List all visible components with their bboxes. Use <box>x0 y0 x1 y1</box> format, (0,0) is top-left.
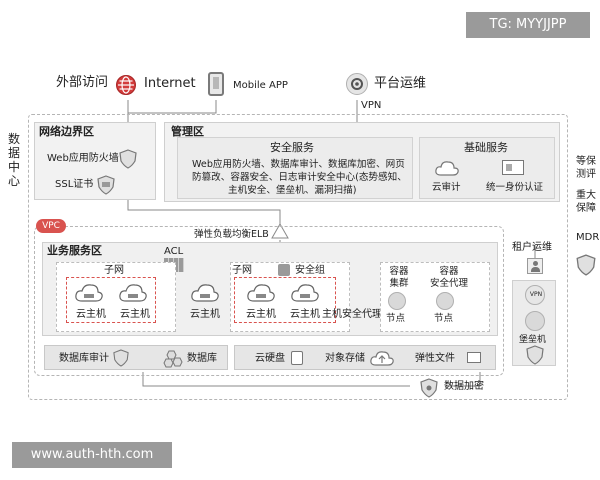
basic-service-box: 基础服务 云审计 统一身份认证 <box>419 137 555 199</box>
tenant-ops-title: 租户运维 <box>512 242 552 253</box>
datacenter-label: 数据中心 <box>8 132 21 188</box>
security-group-icon <box>278 264 290 276</box>
database-label: 数据库 <box>187 353 217 364</box>
right-label-4: 保障 <box>576 203 596 214</box>
security-group-label: 安全组 <box>295 265 325 276</box>
watermark-bottom: www.auth-hth.com <box>12 442 172 468</box>
vpn-icon: VPN <box>525 285 545 305</box>
elastic-file-label: 弹性文件 <box>415 353 455 364</box>
vm-label: 云主机 <box>190 309 220 320</box>
database-row: 数据库审计 数据库 <box>44 345 228 370</box>
storage-row: 云硬盘 对象存储 弹性文件 <box>234 345 496 370</box>
network-border-zone: 网络边界区 Web应用防火墙 SSL证书 <box>34 122 156 200</box>
node-label: 节点 <box>386 313 406 324</box>
mobile-app-label: Mobile APP <box>233 80 288 91</box>
data-encrypt-label: 数据加密 <box>444 381 484 392</box>
right-label-5: MDR <box>576 232 600 243</box>
node-shield-icon <box>388 292 406 310</box>
management-title: 管理区 <box>171 125 204 138</box>
mobile-app-icon <box>208 72 224 96</box>
right-label-2: 测评 <box>576 169 596 180</box>
folder-icon <box>467 352 481 363</box>
host-security-agent-label: 主机安全代理 <box>322 309 382 320</box>
upload-cloud-icon <box>369 348 395 372</box>
security-service-title: 安全服务 <box>270 141 314 154</box>
unified-auth-label: 统一身份认证 <box>486 182 544 193</box>
db-audit-label: 数据库审计 <box>59 353 109 364</box>
management-zone: 管理区 安全服务 Web应用防火墙、数据库审计、数据库加密、网页 防篡改、容器安… <box>164 122 560 202</box>
waf-shield-icon <box>119 149 137 173</box>
waf-label: Web应用防火墙 <box>47 153 119 164</box>
elb-label: 弹性负载均衡ELB <box>194 229 269 240</box>
vm-icon <box>246 282 276 308</box>
user-icon <box>527 258 543 274</box>
bastion-icon <box>525 311 545 331</box>
datacenter-boundary <box>28 114 568 400</box>
vm-icon <box>190 282 220 308</box>
security-service-box: 安全服务 Web应用防火墙、数据库审计、数据库加密、网页 防篡改、容器安全、日志… <box>177 137 413 199</box>
vm-label: 云主机 <box>76 309 106 320</box>
disk-icon <box>291 351 303 365</box>
network-border-title: 网络边界区 <box>39 125 94 138</box>
security-service-line-2: 防篡改、容器安全、日志审计安全中心(态势感知、 <box>192 172 407 183</box>
bastion-label: 堡垒机 <box>519 335 547 345</box>
acl-label: ACL <box>164 246 184 257</box>
vm-label: 云主机 <box>120 309 150 320</box>
subnet-1-highlight <box>66 277 156 323</box>
vpc-badge: VPC <box>36 219 66 233</box>
globe-icon <box>116 75 136 95</box>
subnet-1 <box>56 262 176 332</box>
vm-icon <box>74 282 104 308</box>
vm-label: 云主机 <box>246 309 276 320</box>
database-hex-icon <box>163 349 185 373</box>
container-cluster-label: 容器 集群 <box>389 266 409 289</box>
subnet-2-highlight <box>234 277 336 323</box>
right-shield-icon <box>576 254 596 280</box>
tenant-ops-panel: VPN 堡垒机 <box>512 280 556 366</box>
ssl-label: SSL证书 <box>55 179 94 190</box>
vm-label: 云主机 <box>290 309 320 320</box>
vpn-top-label: VPN <box>361 100 382 111</box>
ssl-certificate-icon <box>97 175 115 199</box>
security-service-line-3: 主机安全、堡垒机、漏洞扫描) <box>228 185 357 196</box>
cloud-audit-label: 云审计 <box>432 182 461 193</box>
cloud-disk-label: 云硬盘 <box>255 353 285 364</box>
container-agent-label: 容器 安全代理 <box>429 266 468 289</box>
internet-label: Internet <box>144 76 196 91</box>
external-access-label: 外部访问 <box>56 75 109 90</box>
vm-icon <box>118 282 148 308</box>
watermark-top: TG: MYYJJPP <box>466 12 590 38</box>
tenant-shield-icon <box>526 345 544 369</box>
vpc-boundary <box>34 226 504 376</box>
subnet-2-label: 子网 <box>232 265 252 276</box>
vm-icon <box>290 282 320 308</box>
cloud-audit-icon <box>434 158 460 182</box>
basic-service-title: 基础服务 <box>464 141 508 154</box>
right-label-3: 重大 <box>576 190 596 201</box>
id-card-icon <box>502 160 524 175</box>
node-label: 节点 <box>434 313 454 324</box>
subnet-1-label: 子网 <box>104 265 124 276</box>
right-label-1: 等保 <box>576 156 596 167</box>
object-storage-label: 对象存储 <box>325 353 365 364</box>
db-audit-shield-icon <box>113 349 129 371</box>
platform-ops-label: 平台运维 <box>374 76 427 91</box>
data-encrypt-shield-icon <box>420 378 438 402</box>
gear-icon <box>346 73 368 95</box>
node-shield-icon <box>436 292 454 310</box>
security-service-line-1: Web应用防火墙、数据库审计、数据库加密、网页 <box>192 159 405 170</box>
business-service-title: 业务服务区 <box>47 244 102 257</box>
